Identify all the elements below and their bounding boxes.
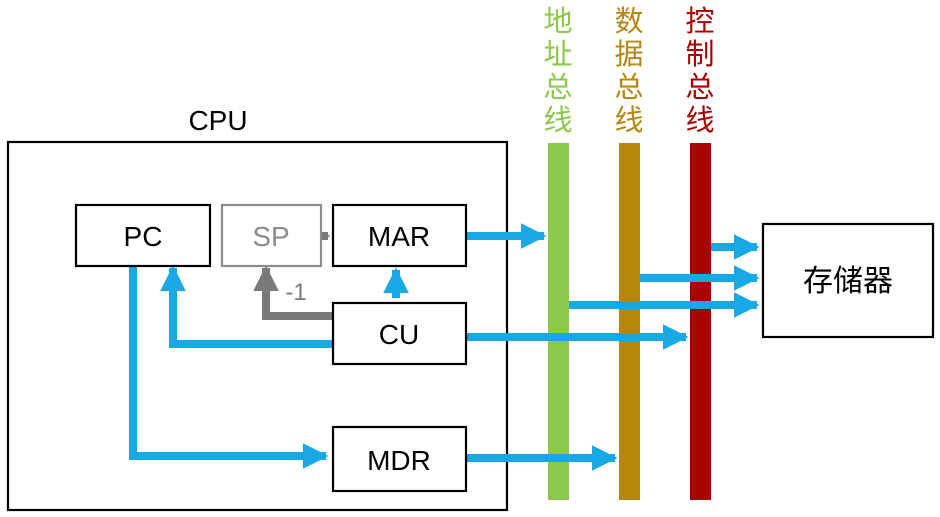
data-bus-label-char: 数: [614, 4, 643, 38]
memory-label: 存储器: [803, 264, 893, 299]
control-bus-bar: [690, 143, 711, 500]
mdr-register: [331, 425, 468, 493]
cu-label: CU: [379, 319, 419, 350]
control-bus-label-char: 总: [685, 70, 714, 104]
data-bus-label-char: 总: [614, 70, 643, 104]
cu-to-pc-arrow: [160, 265, 333, 348]
address-bus-label-char: 地: [543, 4, 572, 38]
pc-to-mdr-arrow: [129, 266, 329, 469]
cu-unit: [331, 301, 468, 366]
sp-label: SP: [252, 221, 289, 252]
control-bus-label-char: 制: [685, 37, 714, 71]
mar-register: [331, 203, 468, 268]
address-bus-label-char: 总: [543, 70, 572, 104]
pc-register: [74, 203, 212, 268]
data-bus-bar: [619, 143, 640, 500]
sp-decrement-label: -1: [285, 279, 306, 306]
data-bus-label-char: 线: [614, 103, 643, 137]
control-bus-label-char: 控: [685, 4, 714, 38]
control-bus-label: 控 制 总 线: [685, 4, 714, 137]
control-bus-label-char: 线: [685, 103, 714, 137]
cu-to-sp-decrement-arrow: [253, 265, 333, 320]
address-bus-label: 地 址 总 线: [543, 4, 572, 137]
data-bus-label: 数 据 总 线: [614, 4, 643, 137]
memory-box: [761, 222, 935, 339]
cpu-box: [6, 140, 509, 512]
address-bus-label-char: 线: [543, 103, 572, 137]
address-bus-bar: [548, 143, 569, 500]
data-bus-label-char: 据: [614, 37, 643, 71]
sp-register: [220, 203, 323, 268]
mar-label: MAR: [368, 221, 430, 252]
mdr-label: MDR: [367, 445, 431, 476]
cpu-label: CPU: [188, 105, 247, 136]
pc-label: PC: [124, 221, 163, 252]
address-bus-label-char: 址: [543, 37, 572, 71]
